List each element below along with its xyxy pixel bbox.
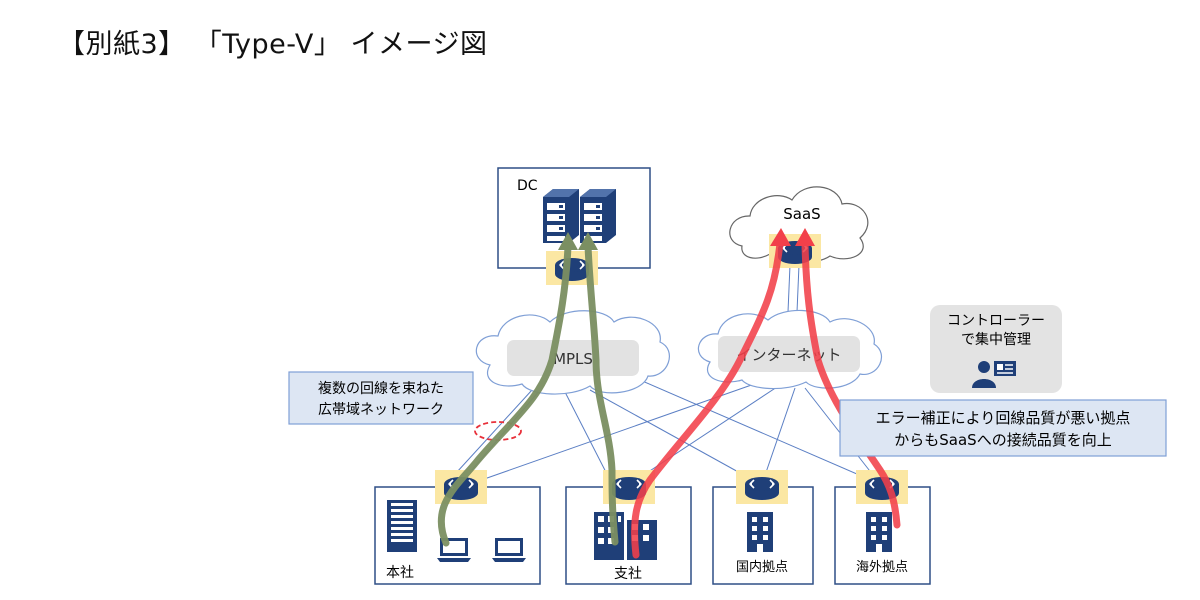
kokunai-building-icon [747, 512, 773, 552]
controller-line2: で集中管理 [961, 331, 1031, 348]
dc-path-arrowheads [558, 232, 598, 250]
internet-label: インターネット [736, 346, 841, 364]
saas-path-arrowheads [770, 228, 815, 246]
mpls-label: MPLS [553, 350, 593, 368]
error-correction-callout [839, 399, 1167, 457]
kaigai-building-icon [866, 512, 892, 552]
bundle-callout [288, 371, 474, 425]
site-kokunai-label: 国内拠点 [736, 559, 788, 575]
site-honsha-label: 本社 [386, 565, 414, 581]
bundle-callout-line2: 広帯域ネットワーク [318, 402, 444, 418]
site-kaigai-label: 海外拠点 [856, 560, 908, 575]
dc-traffic-paths [437, 242, 619, 547]
site-shisha-label: 支社 [614, 566, 642, 582]
dc-label: DC [517, 178, 538, 194]
laptop-icon [492, 538, 526, 562]
office-building-icon [387, 500, 417, 552]
controller-box [930, 305, 1062, 393]
bundle-callout-line1: 複数の回線を束ねた [318, 380, 444, 397]
error-callout-line1: エラー補正により回線品質が悪い拠点 [876, 409, 1131, 427]
kokunai-router-icon [735, 469, 789, 505]
admin-user-icon [972, 361, 1016, 388]
saas-traffic-paths [631, 239, 901, 559]
saas-label: SaaS [783, 205, 820, 223]
error-callout-line2: からもSaaSへの接続品質を向上 [894, 431, 1111, 449]
controller-line1: コントローラー [947, 313, 1045, 329]
page-title: 【別紙3】 「Type-V」 イメージ図 [58, 29, 488, 60]
